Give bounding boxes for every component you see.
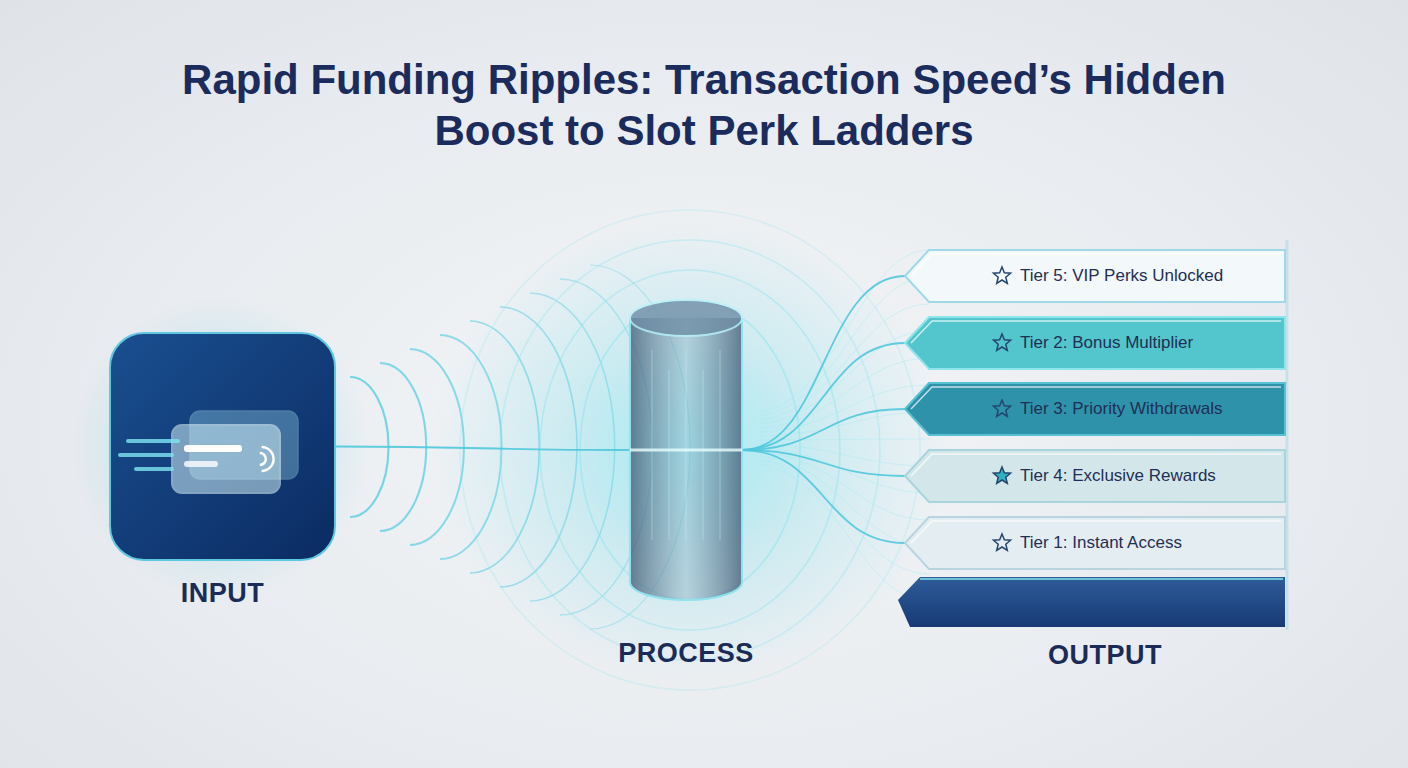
flow-connector [742, 409, 905, 450]
light-streak [760, 448, 930, 493]
tab-outline [905, 317, 1285, 369]
flow-connector [742, 450, 905, 543]
contactless-wave [262, 447, 274, 471]
tab-outline [905, 517, 1285, 569]
tier-tab: Tier 2: Bonus Multiplier [905, 317, 1285, 369]
tab-outline [905, 250, 1285, 302]
process-cylinder: PROCESS [630, 300, 742, 600]
tier-tab: Tier 3: Priority Withdrawals [905, 383, 1285, 435]
data-streak [669, 370, 670, 540]
light-streak [760, 460, 930, 574]
input-glow [72, 297, 372, 597]
speed-line [136, 467, 172, 471]
stage-label: OUTPUT [1048, 640, 1162, 671]
tier-label: Tier 3: Priority Withdrawals [1020, 399, 1222, 419]
node-shape [110, 333, 335, 560]
ripple-arc [470, 321, 539, 573]
speed-line [120, 453, 172, 457]
process-glow [430, 220, 950, 680]
light-streak [760, 444, 930, 466]
data-streak [652, 350, 653, 540]
data-streak [686, 350, 687, 540]
data-streak [703, 370, 704, 540]
tier-label: Tier 1: Instant Access [1020, 533, 1182, 553]
tier-label: Tier 2: Bonus Multiplier [1020, 333, 1193, 353]
tier-icon [993, 534, 1010, 550]
card-front [172, 425, 280, 493]
flow-connector [335, 447, 630, 451]
flow-connector [742, 343, 905, 450]
stage-label: PROCESS [618, 638, 754, 669]
card-line [184, 445, 242, 452]
bar-highlight [920, 578, 1283, 580]
light-streak [760, 439, 930, 440]
tier-tab: Tier 1: Instant Access [905, 517, 1285, 569]
speed-line [128, 439, 178, 443]
icon-tile [110, 333, 335, 560]
contactless-wave [260, 453, 266, 465]
card-line [184, 461, 218, 467]
tab-outline [905, 383, 1285, 435]
light-streak [760, 464, 930, 601]
light-streak [760, 412, 930, 436]
cylinder-body [630, 318, 742, 600]
tier-label: Tier 5: VIP Perks Unlocked [1020, 266, 1223, 286]
node-shape [630, 300, 742, 600]
light-streak [760, 331, 930, 424]
light-streak [760, 277, 930, 416]
cylinder-top [630, 300, 742, 336]
data-streak [720, 350, 721, 540]
flow-connector [742, 276, 905, 450]
base-bar [898, 577, 1285, 627]
stage-label: INPUT [181, 578, 265, 609]
tier-icon [993, 467, 1010, 483]
light-streak [760, 250, 930, 412]
tier-tab: Tier 5: VIP Perks Unlocked [905, 250, 1285, 302]
tier-label: Tier 4: Exclusive Rewards [1020, 466, 1216, 486]
ripple-waves [350, 210, 930, 690]
tier-icon [993, 267, 1010, 283]
tab-outline [905, 450, 1285, 502]
light-beam [630, 449, 742, 452]
input-icon-box: INPUT [110, 333, 335, 560]
light-streak [760, 358, 930, 428]
tier-icon [993, 400, 1010, 416]
diagram-title: Rapid Funding Ripples: Transaction Speed… [144, 54, 1264, 156]
tier-icon [993, 334, 1010, 350]
tier-tab: Tier 4: Exclusive Rewards [905, 450, 1285, 502]
